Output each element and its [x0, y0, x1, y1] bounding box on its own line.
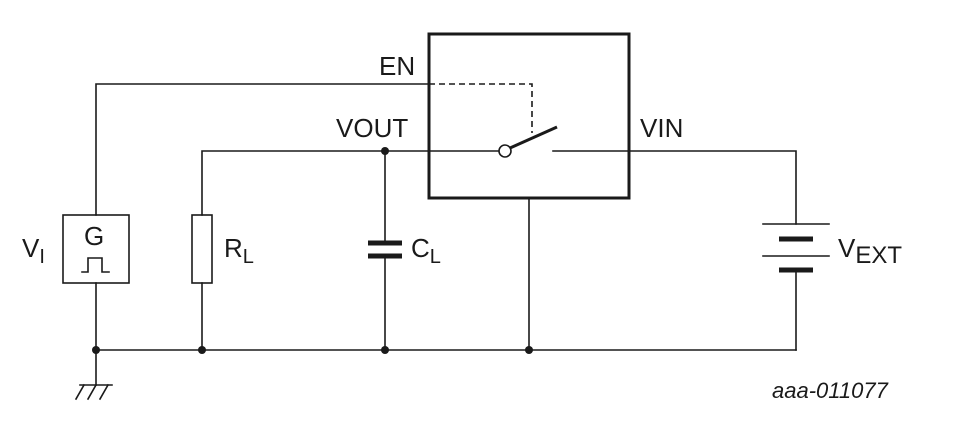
resistor-rl — [191, 214, 213, 284]
switch-lever — [509, 125, 558, 150]
vout-wire — [201, 150, 505, 216]
vin-wire — [552, 150, 797, 225]
figure-id: aaa-011077 — [772, 378, 889, 403]
generator-label: VI — [22, 233, 45, 268]
junction-dot-vout — [381, 147, 389, 155]
pulse-icon — [81, 257, 110, 273]
junction-dot-gnd-4 — [525, 346, 533, 354]
pin-label-vin: VIN — [640, 113, 683, 143]
junction-dot-gnd-1 — [92, 346, 100, 354]
load-switch-ic-box — [427, 32, 631, 200]
en-wire — [95, 83, 430, 216]
resistor-label: RL — [224, 233, 254, 268]
switch-pivot — [498, 144, 512, 158]
junction-dot-gnd-2 — [198, 346, 206, 354]
ground-hatch-3 — [98, 383, 110, 401]
pin-label-vout: VOUT — [336, 113, 408, 143]
capacitor-label: CL — [411, 233, 441, 268]
generator-symbol: G — [84, 221, 104, 251]
ground-hatch-2 — [86, 383, 98, 401]
en-control-dashed-line — [429, 83, 533, 133]
junction-dot-gnd-3 — [381, 346, 389, 354]
battery-label: VEXT — [838, 233, 902, 269]
pin-label-en: EN — [379, 51, 415, 81]
ground-hatch-1 — [74, 383, 86, 401]
